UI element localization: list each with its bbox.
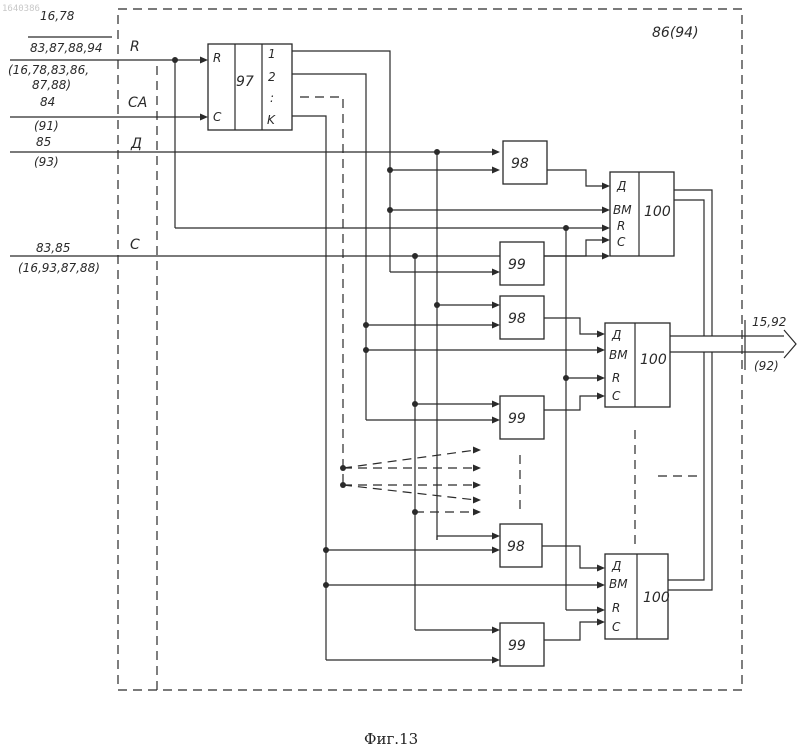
input-d-refs: 85 xyxy=(36,135,51,149)
counter-97-label: 97 xyxy=(236,74,254,90)
register-1-pin-r: R xyxy=(617,219,625,233)
input-ca-refs: 84 xyxy=(40,95,55,109)
output-wire-nb xyxy=(668,352,704,580)
input-r-refs-alt2: 87,88) xyxy=(32,78,71,92)
elision-line-4 xyxy=(343,485,476,500)
output-bus-arrowhead xyxy=(784,330,796,358)
register-n-pin-r: R xyxy=(612,601,620,615)
counter-output-k-wire xyxy=(292,116,326,660)
register-2-pin-c: C xyxy=(612,389,621,403)
counter-97-pin-c: C xyxy=(213,110,222,124)
document-id: 1640386 xyxy=(2,4,40,14)
figure-caption: Фиг.13 xyxy=(364,730,418,748)
counter-97-out-1: 1 xyxy=(268,47,276,61)
register-n-pin-bm: BM xyxy=(609,577,628,591)
gate-99-stage-1-label: 99 xyxy=(508,257,526,273)
register-1-pin-bm: BM xyxy=(613,203,632,217)
register-n-label: 100 xyxy=(643,590,670,606)
output-refs: 15,92 xyxy=(752,315,786,329)
register-2-pin-bm: BM xyxy=(609,348,628,362)
elision-line-1 xyxy=(343,450,476,468)
output-wire-1a xyxy=(674,190,712,336)
counter-output-2-wire xyxy=(292,74,366,325)
input-r-refs-mid: 83,87,88,94 xyxy=(30,41,103,55)
input-d-label: Д xyxy=(130,136,142,152)
input-ca-arrowhead xyxy=(200,114,208,121)
input-r-refs-top: 16,78 xyxy=(40,9,75,23)
block-label: 86(94) xyxy=(652,25,699,41)
register-2-pin-d: Д xyxy=(611,328,621,342)
gate-98-stage-n-label: 98 xyxy=(507,539,525,555)
counter-97-pin-r: R xyxy=(213,51,221,65)
input-c-refs-alt: (16,93,87,88) xyxy=(18,261,100,275)
input-ca-refs-alt: (91) xyxy=(34,119,59,133)
input-c-refs: 83,85 xyxy=(36,241,70,255)
input-r-refs-alt1: (16,78,83,86, xyxy=(8,63,89,77)
input-c-label: C xyxy=(130,237,140,253)
gate-98-stage-1-label: 98 xyxy=(511,156,529,172)
counter-97-out-k: K xyxy=(267,113,276,127)
input-r-arrowhead xyxy=(200,57,208,64)
gate-99-stage-2-label: 99 xyxy=(508,411,526,427)
gate-98-stage-2-label: 98 xyxy=(508,311,526,327)
register-1-label: 100 xyxy=(644,204,671,220)
register-2-pin-r: R xyxy=(612,371,620,385)
input-r-label: R xyxy=(130,39,140,55)
counter-97-out-dots: : xyxy=(270,91,274,105)
output-wire-na xyxy=(668,352,712,590)
input-d-refs-alt: (93) xyxy=(34,155,59,169)
counter-97-out-2: 2 xyxy=(268,70,276,84)
register-n-pin-c: C xyxy=(612,620,621,634)
gate-99-stage-n-label: 99 xyxy=(508,638,526,654)
input-d-arrowhead xyxy=(492,149,500,156)
counter-output-dots-wire xyxy=(300,97,343,485)
input-c-arrowhead xyxy=(602,253,610,260)
input-ca-label: CA xyxy=(128,95,147,111)
register-1-pin-d: Д xyxy=(616,179,626,193)
output-wire-1b xyxy=(674,200,704,336)
register-1-pin-c: C xyxy=(617,235,626,249)
register-n-pin-d: Д xyxy=(611,559,621,573)
register-2-label: 100 xyxy=(640,352,667,368)
output-refs-alt: (92) xyxy=(754,359,779,373)
